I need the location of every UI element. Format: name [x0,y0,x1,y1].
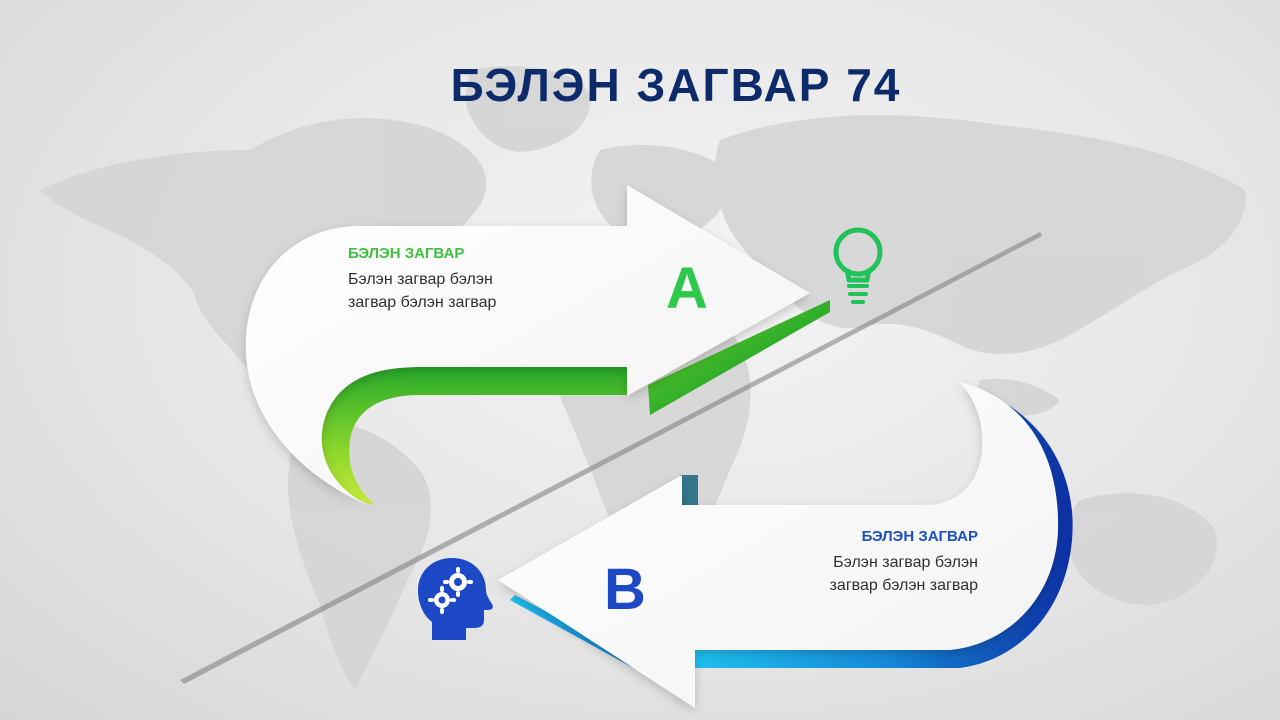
green-tail-depth [320,367,628,505]
step-b-letter: B [604,557,646,622]
step-a-letter: A [666,256,708,321]
step-a-text: БЭЛЭН ЗАГВАР Бэлэн загвар бэлэн загвар б… [348,245,588,314]
step-a-line-1: Бэлэн загвар бэлэн [348,271,493,288]
step-b-line-1: Бэлэн загвар бэлэн [833,554,978,571]
lower-arrow-b [498,382,1059,708]
upper-arrow-a [245,185,810,508]
green-arrow-depth [648,300,830,415]
step-b-heading: БЭЛЭН ЗАГВАР [861,528,978,545]
lightbulb-icon [833,227,883,304]
head-gears-icon [418,558,493,640]
step-b-text: БЭЛЭН ЗАГВАР Бэлэн загвар бэлэн загвар б… [718,528,978,597]
diagonal-streak [180,232,1042,684]
step-b-line-2: загвар бэлэн загвар [829,577,978,594]
slide-title: БЭЛЭН ЗАГВАР 74 [450,59,902,111]
step-a-line-2: загвар бэлэн загвар [348,294,497,311]
step-a-heading: БЭЛЭН ЗАГВАР [348,245,465,262]
